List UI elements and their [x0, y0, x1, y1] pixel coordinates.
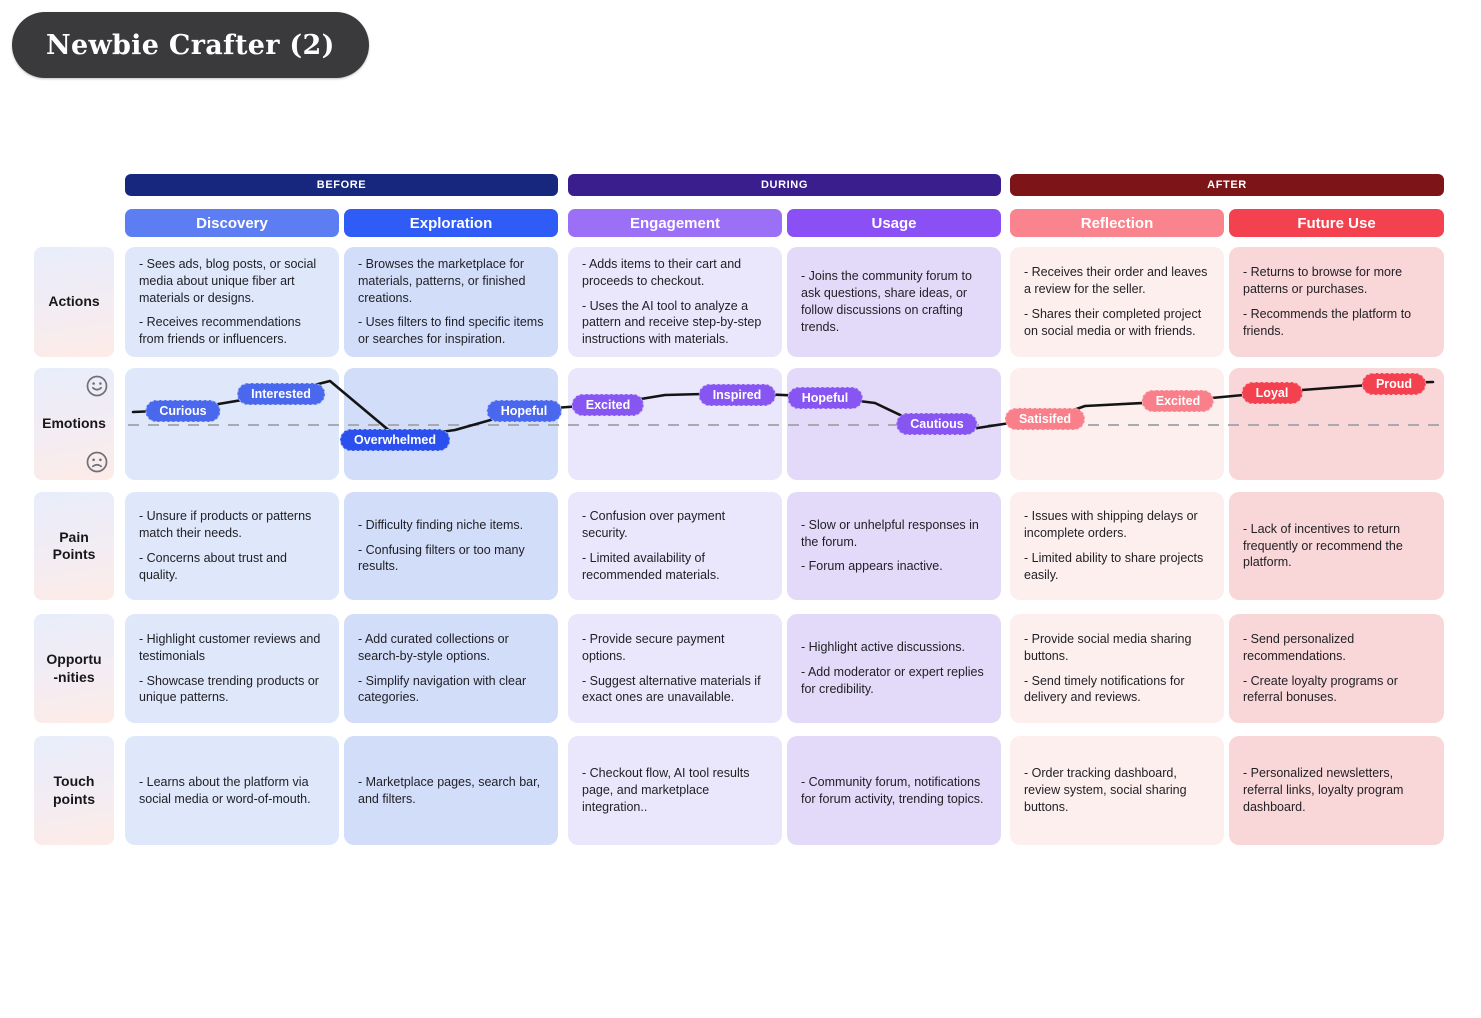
stage-header-exploration: Exploration: [344, 209, 558, 237]
opportunity-cell-exploration: - Add curated collections or search-by-s…: [344, 614, 558, 723]
row-label-emotions: Emotions: [34, 368, 114, 480]
bullet: - Learns about the platform via social m…: [139, 774, 311, 806]
sad-face-icon: [86, 451, 108, 473]
bullet: - Provide social media sharing buttons.: [1024, 631, 1192, 663]
bullet: - Receives recommendations from friends …: [139, 315, 301, 347]
stage-label: Reflection: [1080, 214, 1154, 232]
persona-badge[interactable]: Newbie Crafter (2): [12, 12, 369, 78]
emotions-cell-future-use: [1229, 368, 1444, 480]
bullet: - Unsure if products or patterns match t…: [139, 509, 312, 541]
bullet: - Highlight customer reviews and testimo…: [139, 631, 321, 663]
opportunity-cell-discovery: - Highlight customer reviews and testimo…: [125, 614, 339, 723]
pain-cell-future-use: - Lack of incentives to return frequentl…: [1229, 492, 1444, 600]
stage-header-reflection: Reflection: [1010, 209, 1224, 237]
touchpoint-cell-engagement: - Checkout flow, AI tool results page, a…: [568, 736, 782, 845]
bullet: - Confusing filters or too many results.: [358, 542, 525, 574]
opportunity-cell-usage: - Highlight active discussions. - Add mo…: [787, 614, 1001, 723]
bullet: - Add moderator or expert replies for cr…: [801, 665, 984, 696]
stage-header-usage: Usage: [787, 209, 1001, 237]
bullet: - Add curated collections or search-by-s…: [358, 631, 509, 663]
phase-before-label: BEFORE: [316, 179, 367, 191]
persona-title: Newbie Crafter (2): [46, 29, 335, 61]
phase-before: BEFORE: [125, 174, 558, 196]
row-label-opportunities: Opportu -nities: [34, 614, 114, 723]
bullet: - Uses the AI tool to analyze a pattern …: [582, 298, 762, 347]
row-label-touchpoints: Touch points: [34, 736, 114, 845]
bullet: - Sees ads, blog posts, or social media …: [139, 256, 317, 305]
bullet: - Community forum, notifications for for…: [801, 774, 984, 806]
stage-header-discovery: Discovery: [125, 209, 339, 237]
stage-label: Exploration: [409, 214, 493, 232]
bullet: - Browses the marketplace for materials,…: [358, 256, 526, 305]
bullet: - Limited availability of recommended ma…: [582, 551, 720, 582]
bullet: - Create loyalty programs or referral bo…: [1243, 673, 1398, 705]
touchpoint-cell-reflection: - Order tracking dashboard, review syste…: [1010, 736, 1224, 845]
emotions-cell-exploration: [344, 368, 558, 480]
row-label-actions: Actions: [34, 247, 114, 357]
pain-cell-exploration: - Difficulty finding niche items. - Conf…: [344, 492, 558, 600]
phase-during: DURING: [568, 174, 1001, 196]
emotions-cell-engagement: [568, 368, 782, 480]
emotions-cell-reflection: [1010, 368, 1224, 480]
bullet: - Personalized newsletters, referral lin…: [1243, 766, 1404, 814]
touchpoint-cell-discovery: - Learns about the platform via social m…: [125, 736, 339, 845]
bullet: - Concerns about trust and quality.: [139, 551, 287, 582]
pain-cell-usage: - Slow or unhelpful responses in the for…: [787, 492, 1001, 600]
actions-cell-usage: - Joins the community forum to ask quest…: [787, 247, 1001, 357]
touchpoint-cell-usage: - Community forum, notifications for for…: [787, 736, 1001, 845]
bullet: - Joins the community forum to ask quest…: [801, 269, 972, 334]
bullet: - Highlight active discussions.: [801, 640, 965, 655]
phase-after-label: AFTER: [1207, 179, 1247, 191]
pain-cell-engagement: - Confusion over payment security. - Lim…: [568, 492, 782, 600]
bullet: - Difficulty finding niche items.: [358, 517, 524, 532]
stage-label: Future Use: [1297, 214, 1376, 232]
bullet: - Provide secure payment options.: [582, 631, 725, 663]
bullet: - Suggest alternative materials if exact…: [582, 673, 761, 705]
bullet: - Simplify navigation with clear categor…: [358, 673, 527, 705]
bullet: - Receives their order and leaves a revi…: [1024, 265, 1208, 297]
happy-face-icon: [86, 375, 108, 397]
emotions-label-text: Emotions: [42, 415, 106, 432]
emotions-cell-discovery: [125, 368, 339, 480]
stage-header-future-use: Future Use: [1229, 209, 1444, 237]
bullet: - Recommends the platform to friends.: [1243, 307, 1412, 338]
bullet: - Marketplace pages, search bar, and fil…: [358, 774, 541, 806]
opportunity-cell-engagement: - Provide secure payment options. - Sugg…: [568, 614, 782, 723]
bullet: - Order tracking dashboard, review syste…: [1024, 766, 1187, 814]
bullet: - Send timely notifications for delivery…: [1024, 673, 1185, 705]
bullet: - Uses filters to find specific items or…: [358, 315, 544, 347]
stage-label: Engagement: [629, 214, 720, 232]
actions-cell-reflection: - Receives their order and leaves a revi…: [1010, 247, 1224, 357]
touchpoint-cell-future-use: - Personalized newsletters, referral lin…: [1229, 736, 1444, 845]
pain-cell-discovery: - Unsure if products or patterns match t…: [125, 492, 339, 600]
bullet: - Issues with shipping delays or incompl…: [1024, 509, 1198, 541]
bullet: - Lack of incentives to return frequentl…: [1243, 521, 1403, 570]
actions-cell-future-use: - Returns to browse for more patterns or…: [1229, 247, 1444, 357]
bullet: - Showcase trending products or unique p…: [139, 673, 319, 705]
bullet: - Shares their completed project on soci…: [1024, 307, 1202, 338]
bullet: - Slow or unhelpful responses in the for…: [801, 517, 979, 549]
actions-cell-engagement: - Adds items to their cart and proceeds …: [568, 247, 782, 357]
bullet: - Limited ability to share projects easi…: [1024, 551, 1204, 582]
bullet: - Forum appears inactive.: [801, 559, 943, 574]
touchpoint-cell-exploration: - Marketplace pages, search bar, and fil…: [344, 736, 558, 845]
opportunity-cell-future-use: - Send personalized recommendations. - C…: [1229, 614, 1444, 723]
row-label-pain-points: Pain Points: [34, 492, 114, 600]
bullet: - Confusion over payment security.: [582, 509, 726, 541]
bullet: - Returns to browse for more patterns or…: [1243, 265, 1403, 297]
opportunity-cell-reflection: - Provide social media sharing buttons. …: [1010, 614, 1224, 723]
bullet: - Send personalized recommendations.: [1243, 631, 1355, 663]
bullet: - Checkout flow, AI tool results page, a…: [582, 766, 750, 814]
actions-cell-exploration: - Browses the marketplace for materials,…: [344, 247, 558, 357]
emotions-cell-usage: [787, 368, 1001, 480]
phase-after: AFTER: [1010, 174, 1444, 196]
bullet: - Adds items to their cart and proceeds …: [582, 256, 742, 288]
pain-cell-reflection: - Issues with shipping delays or incompl…: [1010, 492, 1224, 600]
stage-label: Usage: [871, 214, 917, 232]
stage-header-engagement: Engagement: [568, 209, 782, 237]
phase-during-label: DURING: [761, 179, 808, 191]
stage-label: Discovery: [196, 214, 268, 232]
actions-cell-discovery: - Sees ads, blog posts, or social media …: [125, 247, 339, 357]
